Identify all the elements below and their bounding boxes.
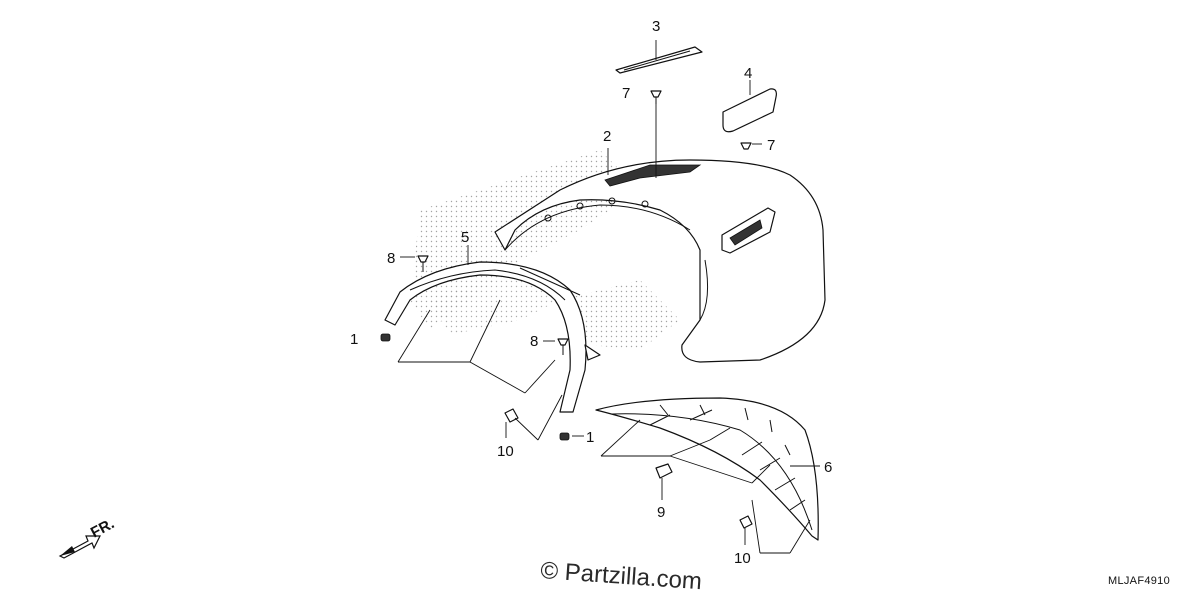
- callout-1-right[interactable]: 1: [586, 429, 594, 446]
- part-4-emblem[interactable]: [722, 88, 777, 133]
- callout-8-right[interactable]: 8: [530, 333, 538, 350]
- part-2-cover[interactable]: [494, 159, 826, 363]
- callout-1-left[interactable]: 1: [350, 331, 358, 348]
- part-1-nut-left[interactable]: [380, 333, 391, 342]
- callout-10-left[interactable]: 10: [497, 443, 514, 460]
- callout-8-left[interactable]: 8: [387, 250, 395, 267]
- part-5-rail[interactable]: [384, 261, 601, 413]
- callout-5[interactable]: 5: [461, 229, 469, 246]
- callout-6[interactable]: 6: [824, 459, 832, 476]
- part-6-liner[interactable]: [595, 397, 819, 541]
- part-8-bolt-right[interactable]: [557, 338, 569, 355]
- part-10-pin-left[interactable]: [504, 408, 519, 423]
- part-8-bolt-left[interactable]: [417, 255, 429, 272]
- part-10-pin-right[interactable]: [739, 515, 753, 529]
- part-3-strip[interactable]: [615, 46, 703, 74]
- part-7-screw-right[interactable]: [740, 142, 752, 150]
- callout-2[interactable]: 2: [603, 128, 611, 145]
- part-7-screw-top[interactable]: [650, 90, 662, 104]
- callout-3[interactable]: 3: [652, 18, 660, 35]
- leader-lines: [397, 40, 820, 554]
- callout-9[interactable]: 9: [657, 504, 665, 521]
- drawing-code: MLJAF4910: [1108, 575, 1170, 587]
- part-9-clip[interactable]: [655, 463, 673, 479]
- front-direction-arrow: FR.: [58, 515, 117, 559]
- callout-10-right[interactable]: 10: [734, 550, 751, 567]
- callout-7-top[interactable]: 7: [622, 85, 630, 102]
- callout-4[interactable]: 4: [744, 65, 752, 82]
- watermark: © Partzilla.com: [540, 557, 703, 595]
- callout-7-right[interactable]: 7: [767, 137, 775, 154]
- part-1-nut-right[interactable]: [559, 432, 570, 441]
